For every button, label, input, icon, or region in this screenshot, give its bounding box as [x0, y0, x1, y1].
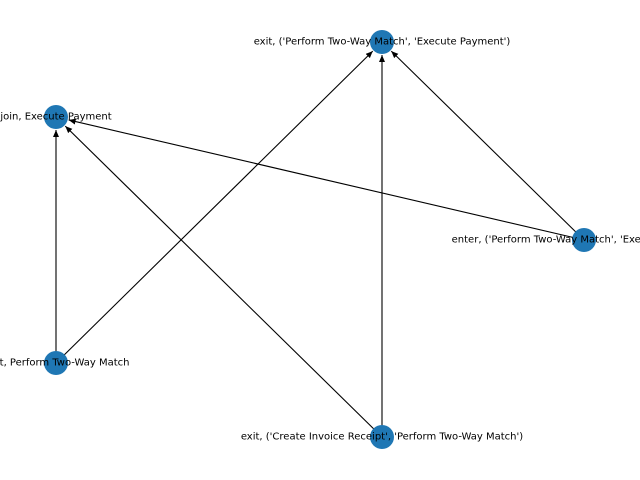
- node-label-exit_twoway_execute: exit, ('Perform Two-Way Match', 'Execute…: [254, 37, 511, 48]
- edge-exit_create_twoway-to-join_execute: [64, 125, 383, 438]
- nodes-layer: [44, 30, 596, 449]
- edge-split_twoway-to-exit_twoway_execute: [55, 50, 374, 364]
- node-exit_create_twoway[interactable]: [370, 425, 394, 449]
- node-label-split_twoway: split, Perform Two-Way Match: [0, 358, 129, 369]
- node-label-exit_create_twoway: exit, ('Create Invoice Receipt', 'Perfor…: [241, 432, 523, 443]
- node-join_execute[interactable]: [44, 105, 68, 129]
- node-label-join_execute: join, Execute Payment: [0, 112, 112, 123]
- edges-layer: [53, 50, 585, 438]
- edge-enter_twoway_execute-to-join_execute: [68, 118, 585, 241]
- node-label-enter_twoway_execute: enter, ('Perform Two-Way Match', 'Execut…: [452, 235, 640, 246]
- node-enter_twoway_execute[interactable]: [572, 228, 596, 252]
- edge-enter_twoway_execute-to-exit_twoway_execute: [390, 50, 585, 241]
- labels-layer: exit, ('Perform Two-Way Match', 'Execute…: [0, 37, 640, 443]
- node-split_twoway[interactable]: [44, 351, 68, 375]
- node-exit_twoway_execute[interactable]: [370, 30, 394, 54]
